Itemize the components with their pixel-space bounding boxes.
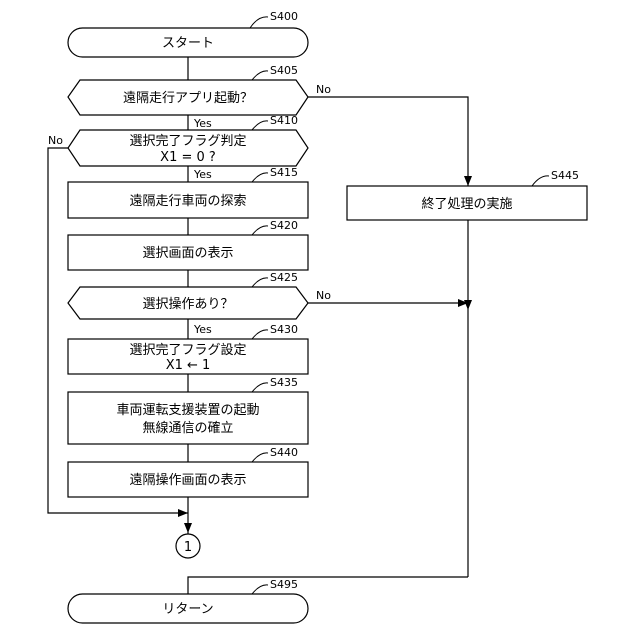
step-label-s445: S445: [551, 169, 579, 182]
decision-s425-text: 選択操作あり？: [142, 296, 233, 312]
s425-yes-label: Yes: [193, 323, 212, 336]
step-label-s420: S420: [270, 219, 298, 232]
process-s435: [68, 392, 308, 444]
process-s440-text: 遠隔操作画面の表示: [129, 472, 246, 488]
process-s430-line1: 選択完了フラグ設定: [129, 342, 246, 358]
leader-s435: [252, 383, 268, 392]
start-label: スタート: [162, 36, 214, 51]
leader-s440: [252, 453, 268, 462]
decision-s410-line1: 選択完了フラグ判定: [129, 134, 246, 149]
step-label-s435: S435: [270, 376, 298, 389]
arrow-into-s445: [464, 176, 472, 186]
process-s435-line2: 無線通信の確立: [142, 420, 233, 436]
step-label-s415: S415: [270, 166, 298, 179]
s425-no-label: No: [316, 289, 331, 302]
leader-s495: [252, 585, 268, 594]
process-s415-text: 遠隔走行車両の探索: [129, 194, 246, 209]
step-label-s405: S405: [270, 64, 298, 77]
leader-s430: [252, 330, 268, 339]
s405-yes-label: Yes: [193, 117, 212, 130]
s410-no-label: No: [48, 134, 63, 147]
step-label-s430: S430: [270, 323, 298, 336]
leader-s425: [252, 278, 268, 287]
arrow-s410-no: [178, 509, 188, 517]
leader-s410: [252, 121, 268, 130]
arrow-merge-s425: [464, 300, 472, 310]
leader-s445: [532, 176, 549, 186]
leader-s420: [252, 226, 268, 235]
process-s435-line1: 車両運転支援装置の起動: [116, 403, 259, 418]
step-label-s495: S495: [270, 578, 298, 591]
s410-yes-label: Yes: [193, 168, 212, 181]
process-s420-text: 選択画面の表示: [142, 246, 233, 261]
step-label-s425: S425: [270, 271, 298, 284]
return-label: リターン: [162, 602, 213, 617]
s405-no-label: No: [316, 83, 331, 96]
leader-s405: [252, 71, 268, 80]
connector-label: 1: [184, 540, 192, 555]
step-label-s440: S440: [270, 446, 298, 459]
leader-s400: [250, 17, 268, 28]
arrow-into-connector: [184, 523, 192, 533]
process-s445-text: 終了処理の実施: [421, 196, 512, 212]
leader-s415: [252, 173, 268, 182]
process-s430-line2: X1 ← 1: [166, 358, 211, 373]
line-merge-return: [188, 577, 468, 594]
step-label-s410: S410: [270, 114, 298, 127]
line-s405-no: [308, 97, 468, 186]
step-label-s400: S400: [270, 10, 298, 23]
decision-s405-text: 遠隔走行アプリ起動？: [123, 91, 253, 106]
decision-s410-line2: X1 = 0 ?: [160, 150, 216, 165]
